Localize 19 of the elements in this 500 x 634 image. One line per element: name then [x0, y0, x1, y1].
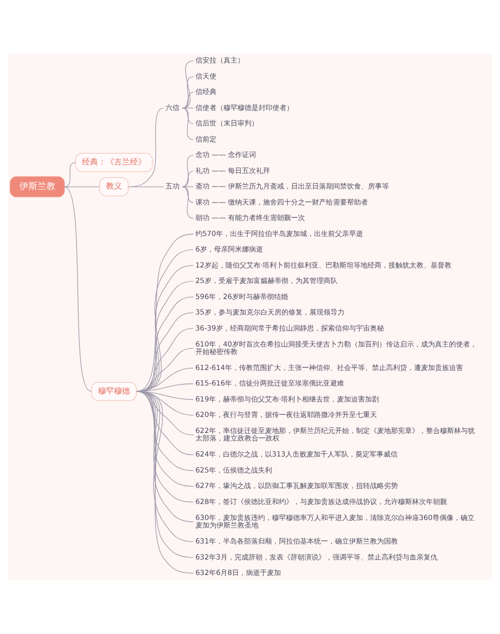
- connector: [182, 154, 194, 188]
- node-box: 教义: [99, 177, 128, 196]
- node-box: 经典：《古兰经》: [75, 153, 153, 172]
- connector: [182, 186, 194, 188]
- connector: [182, 108, 194, 124]
- node-box: 伊斯兰教: [10, 176, 65, 198]
- connector: [64, 186, 92, 392]
- connector: [182, 186, 194, 219]
- connector: [182, 186, 194, 203]
- connector: [128, 108, 164, 188]
- node-box: 穆罕穆德: [91, 382, 137, 401]
- connector: [64, 186, 100, 188]
- connector: [182, 76, 194, 108]
- connector: [182, 92, 194, 108]
- connector: [182, 108, 194, 140]
- connector: [128, 186, 164, 188]
- connector: [64, 162, 76, 188]
- connector: [182, 60, 194, 108]
- connector: [182, 170, 194, 188]
